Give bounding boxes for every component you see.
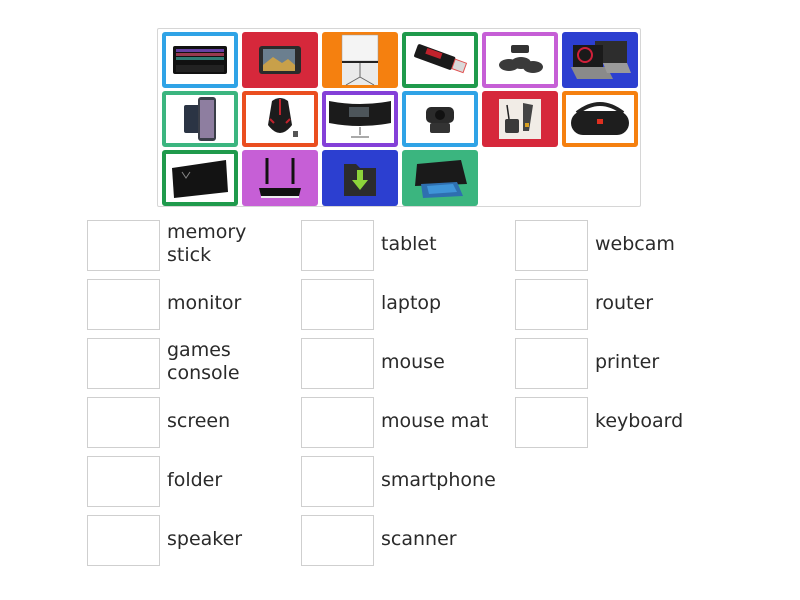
drop-slot-games-console[interactable] (87, 338, 160, 389)
drop-slot-memory-stick[interactable] (87, 220, 160, 271)
drop-slot-smartphone[interactable] (301, 456, 374, 507)
tablet-icon (258, 45, 302, 75)
router-icon (255, 154, 305, 202)
memory-stick-icon (410, 40, 470, 80)
tile-laptop[interactable] (562, 32, 638, 88)
target-label: smartphone (381, 468, 496, 491)
drop-slot-screen[interactable] (87, 397, 160, 448)
target-label: folder (167, 468, 223, 491)
target-label: screen (167, 409, 231, 432)
tile-mouse[interactable] (242, 91, 318, 147)
keyboard-icon (172, 43, 228, 77)
tile-keyboard[interactable] (162, 32, 238, 88)
tile-mouse-mat[interactable] (162, 150, 238, 206)
tile-printer[interactable] (402, 150, 478, 206)
tile-webcam[interactable] (402, 91, 478, 147)
laptop-icon (567, 37, 633, 83)
tile-monitor[interactable] (322, 91, 398, 147)
target-label: printer (595, 350, 660, 373)
target-label: mouse mat (381, 409, 489, 432)
printer-icon (407, 154, 473, 202)
target-label: router (595, 291, 654, 314)
mouse-mat-icon (168, 156, 232, 200)
tile-tablet[interactable] (242, 32, 318, 88)
scanner-icon (497, 97, 543, 141)
tile-screen[interactable] (322, 32, 398, 88)
target-label: mouse (381, 350, 445, 373)
target-label: monitor (167, 291, 242, 314)
drop-slot-tablet[interactable] (301, 220, 374, 271)
tile-speaker[interactable] (562, 91, 638, 147)
target-label: tablet (381, 232, 437, 255)
drop-slot-keyboard[interactable] (515, 397, 588, 448)
tile-folder[interactable] (322, 150, 398, 206)
drop-slot-router[interactable] (515, 279, 588, 330)
mouse-icon (260, 95, 300, 143)
target-label: games console (167, 339, 240, 384)
target-label: keyboard (595, 409, 684, 432)
speaker-icon (567, 99, 633, 139)
drop-slot-mouse-mat[interactable] (301, 397, 374, 448)
tile-games-console[interactable] (482, 32, 558, 88)
drop-slot-speaker[interactable] (87, 515, 160, 566)
drop-slot-webcam[interactable] (515, 220, 588, 271)
drop-slot-mouse[interactable] (301, 338, 374, 389)
folder-icon (340, 156, 380, 200)
drop-slot-printer[interactable] (515, 338, 588, 389)
drop-slot-monitor[interactable] (87, 279, 160, 330)
target-label: webcam (595, 232, 675, 255)
drop-slot-scanner[interactable] (301, 515, 374, 566)
target-label: laptop (381, 291, 442, 314)
projector-screen-icon (340, 33, 380, 87)
tile-smartphone[interactable] (162, 91, 238, 147)
target-label: speaker (167, 527, 243, 550)
target-label: memory stick (167, 221, 247, 266)
games-console-icon (495, 41, 545, 79)
drop-slot-laptop[interactable] (301, 279, 374, 330)
tile-scanner[interactable] (482, 91, 558, 147)
target-label: scanner (381, 527, 457, 550)
monitor-icon (327, 97, 393, 141)
tile-memory-stick[interactable] (402, 32, 478, 88)
tile-router[interactable] (242, 150, 318, 206)
webcam-icon (420, 99, 460, 139)
smartphone-icon (180, 95, 220, 143)
drop-slot-folder[interactable] (87, 456, 160, 507)
